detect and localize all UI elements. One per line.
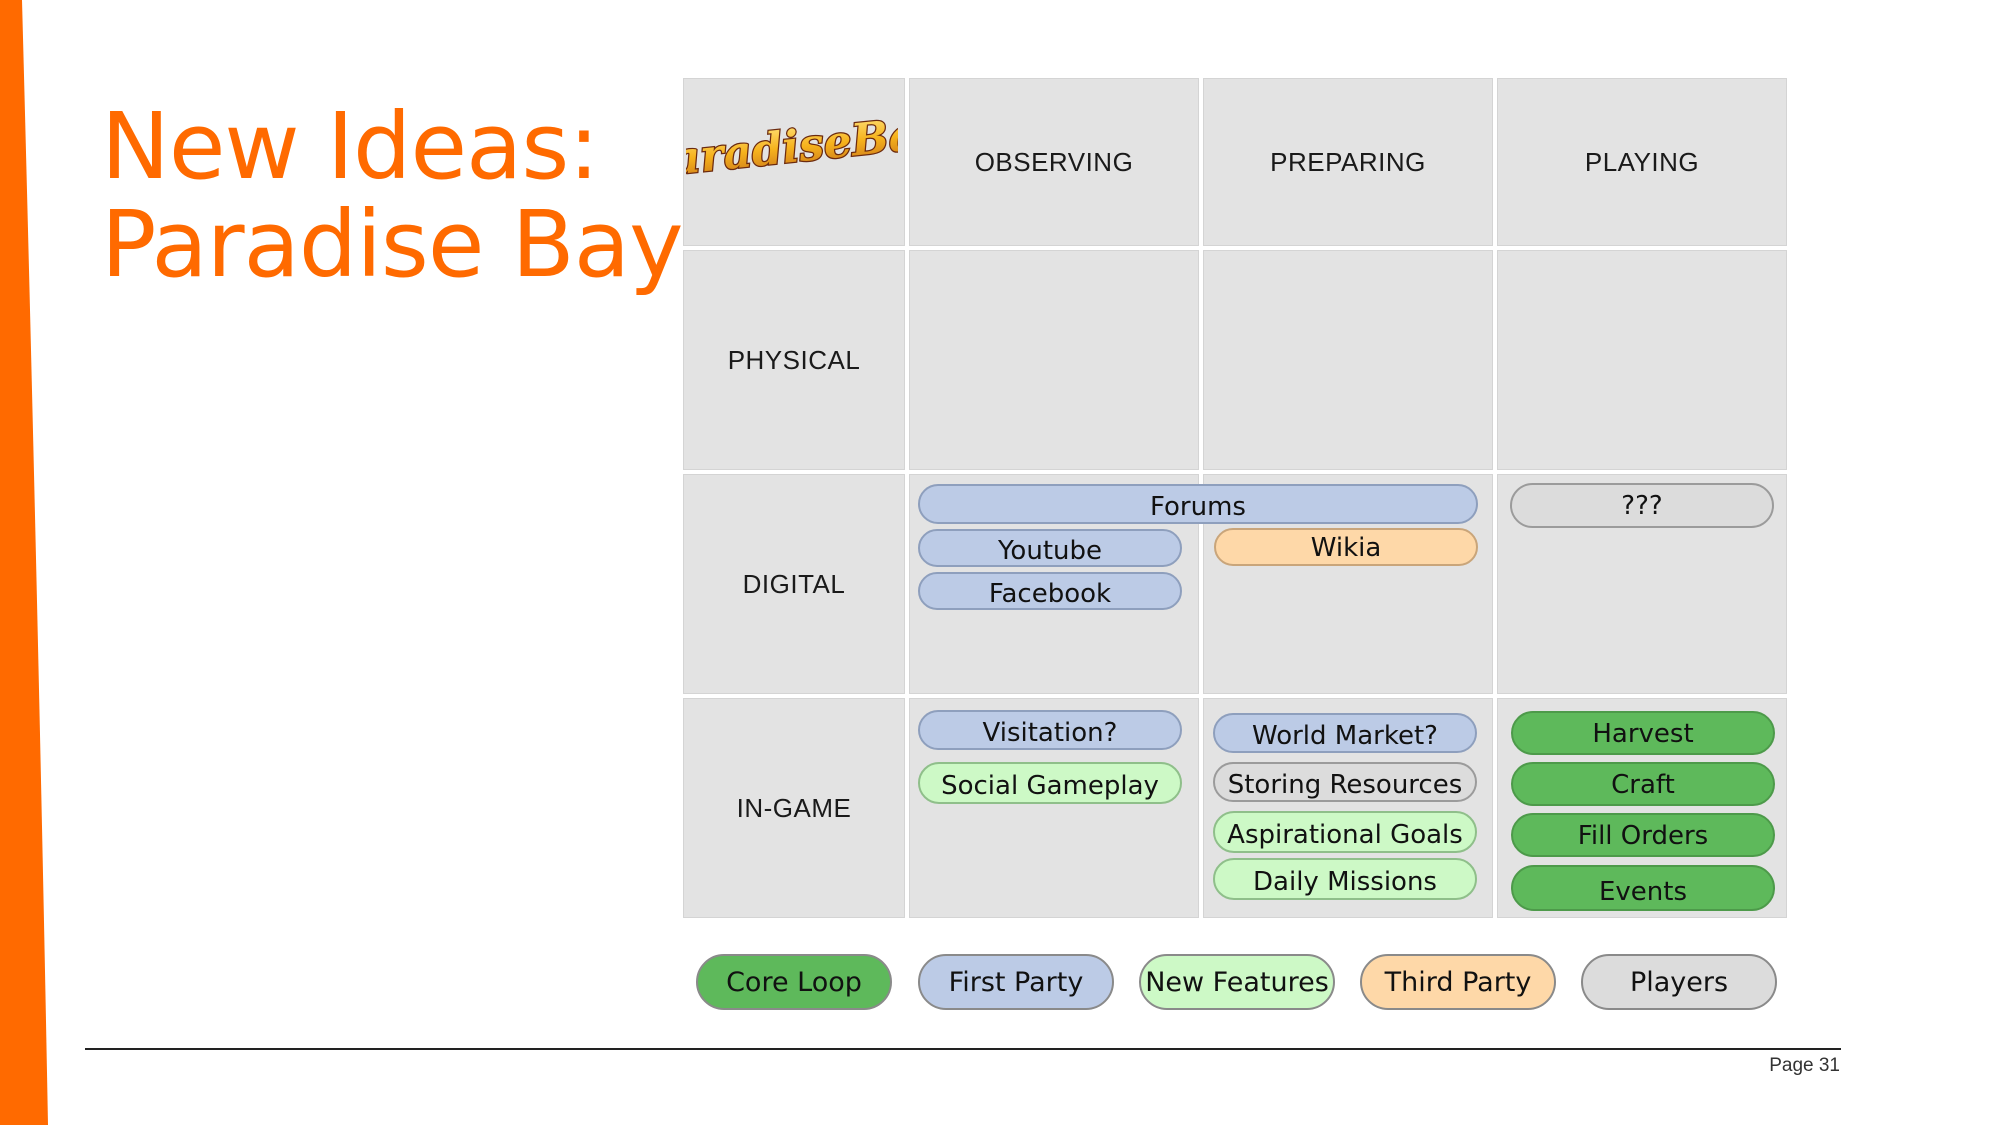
pill-craft: Craft	[1511, 762, 1775, 806]
orange-accent-stripe	[0, 0, 50, 1125]
title-line-2: Paradise Bay	[101, 191, 684, 298]
pill-wikia: Wikia	[1214, 528, 1478, 566]
row-header-digital: DIGITAL	[683, 474, 905, 694]
paradise-bay-logo: ParadiseBay	[634, 100, 949, 196]
slide-title: New Ideas: Paradise Bay	[101, 93, 684, 298]
legend-players: Players	[1581, 954, 1777, 1010]
row-header-physical: PHYSICAL	[683, 250, 905, 470]
svg-text:ParadiseBay: ParadiseBay	[686, 106, 898, 189]
legend-new-features: New Features	[1139, 954, 1335, 1010]
pill-aspirational-goals: Aspirational Goals	[1213, 811, 1477, 853]
legend-core-loop: Core Loop	[696, 954, 892, 1010]
col-header-preparing: PREPARING	[1203, 78, 1493, 246]
pill-world-market: World Market?	[1213, 713, 1477, 753]
col-header-playing: PLAYING	[1497, 78, 1787, 246]
logo-cell	[683, 78, 905, 246]
legend-third-party: Third Party	[1360, 954, 1556, 1010]
pill-events: Events	[1511, 865, 1775, 911]
pill-daily-missions: Daily Missions	[1213, 858, 1477, 900]
pill-unknown: ???	[1510, 483, 1774, 528]
pill-harvest: Harvest	[1511, 711, 1775, 755]
pill-storing-resources: Storing Resources	[1213, 762, 1477, 802]
pill-youtube: Youtube	[918, 529, 1182, 567]
pill-facebook: Facebook	[918, 572, 1182, 610]
page-number: Page 31	[1769, 1055, 1840, 1076]
legend-first-party: First Party	[918, 954, 1114, 1010]
row-header-in-game: IN-GAME	[683, 698, 905, 918]
cell-physical-playing	[1497, 250, 1787, 470]
pill-visitation: Visitation?	[918, 710, 1182, 750]
footer-divider	[85, 1048, 1841, 1050]
pill-social-gameplay: Social Gameplay	[918, 762, 1182, 804]
col-header-observing: OBSERVING	[909, 78, 1199, 246]
pill-forums: Forums	[918, 484, 1478, 524]
cell-physical-observing	[909, 250, 1199, 470]
title-line-1: New Ideas:	[101, 93, 599, 200]
cell-physical-preparing	[1203, 250, 1493, 470]
pill-fill-orders: Fill Orders	[1511, 813, 1775, 857]
